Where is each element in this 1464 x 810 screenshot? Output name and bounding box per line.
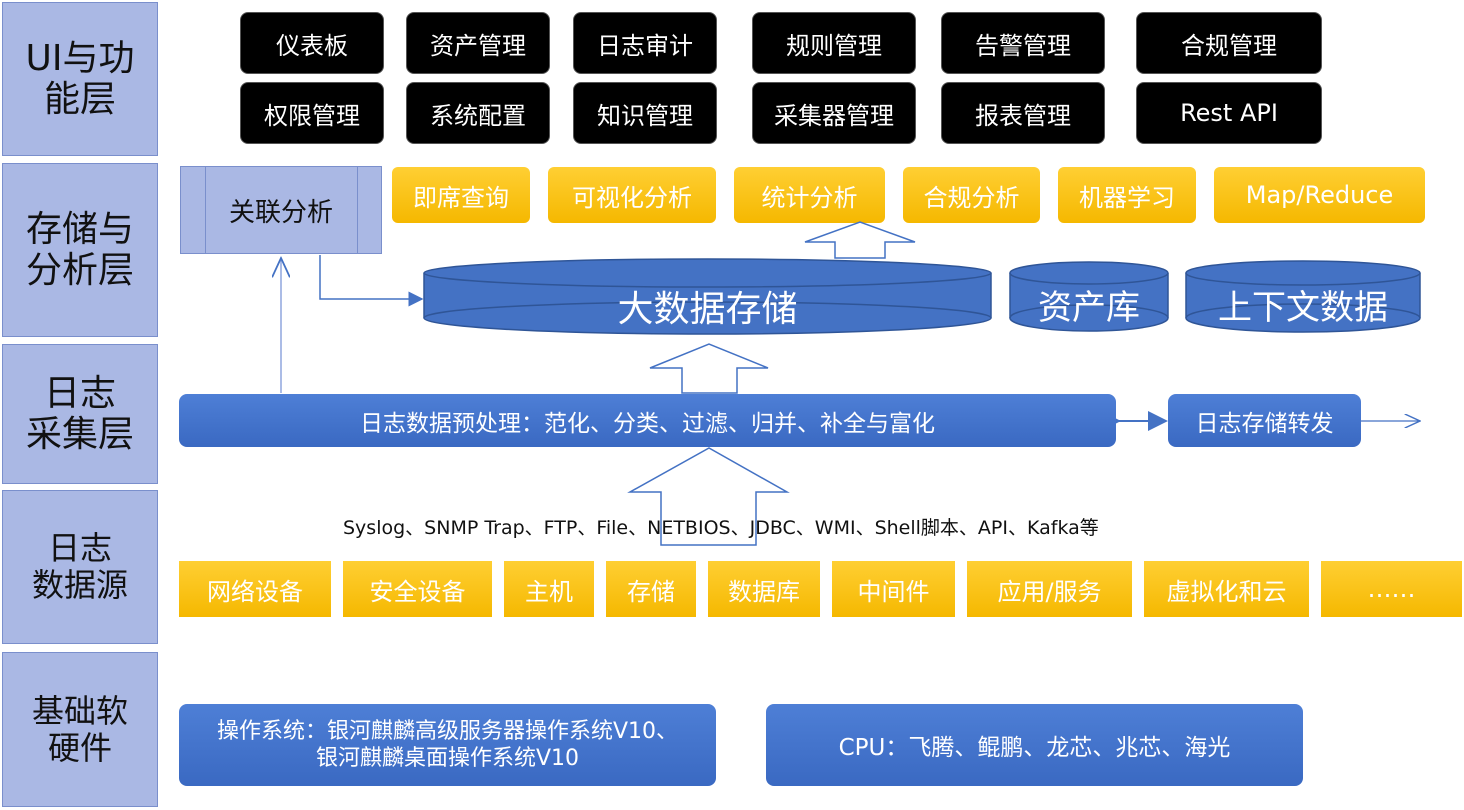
up-arrow-preprocess-to-storage — [649, 343, 769, 394]
rest-api-button[interactable]: Rest API — [1136, 82, 1322, 144]
source-security-devices: 安全设备 — [343, 561, 492, 617]
adhoc-query-box: 即席查询 — [392, 167, 530, 223]
source-network-devices: 网络设备 — [179, 561, 331, 617]
context-data-cylinder — [1185, 260, 1421, 333]
visual-analysis-box: 可视化分析 — [548, 167, 716, 223]
os-line-1: 操作系统：银河麒麟高级服务器操作系统V10、 — [216, 718, 679, 744]
mapreduce-box: Map/Reduce — [1214, 167, 1425, 223]
cpu-box: CPU：飞腾、鲲鹏、龙芯、兆芯、海光 — [766, 704, 1303, 786]
knowledge-management-button[interactable]: 知识管理 — [573, 82, 717, 144]
arrow-correlation-to-storage — [319, 255, 424, 307]
layer-label-ui: UI与功 能层 — [2, 2, 158, 156]
big-data-storage-cylinder — [423, 258, 992, 335]
alert-management-button[interactable]: 告警管理 — [941, 12, 1105, 74]
asset-db-label: 资产库 — [1038, 287, 1140, 328]
correlation-box-divider-left — [205, 166, 206, 254]
source-virtualization-cloud: 虚拟化和云 — [1144, 561, 1309, 617]
system-config-button[interactable]: 系统配置 — [406, 82, 550, 144]
asset-management-button[interactable]: 资产管理 — [406, 12, 550, 74]
report-management-button[interactable]: 报表管理 — [941, 82, 1105, 144]
big-data-storage-label: 大数据存储 — [617, 289, 798, 330]
up-arrow-sources-to-preprocess — [627, 447, 790, 546]
statistical-analysis-box: 统计分析 — [734, 167, 885, 223]
source-storage: 存储 — [606, 561, 696, 617]
collection-protocols-text: Syslog、SNMP Trap、FTP、File、NETBIOS、JDBC、W… — [343, 517, 1099, 539]
correlation-analysis-box: 关联分析 — [180, 166, 382, 254]
compliance-management-button[interactable]: 合规管理 — [1136, 12, 1322, 74]
correlation-box-divider-right — [357, 166, 358, 254]
source-hosts: 主机 — [504, 561, 594, 617]
os-line-2: 银河麒麟桌面操作系统V10 — [315, 746, 580, 771]
log-preprocess-bar: 日志数据预处理：范化、分类、过滤、归并、补全与富化 — [179, 394, 1116, 447]
log-audit-button[interactable]: 日志审计 — [573, 12, 717, 74]
permission-management-button[interactable]: 权限管理 — [240, 82, 384, 144]
log-store-forward-box: 日志存储转发 — [1168, 394, 1361, 447]
source-apps-services: 应用/服务 — [967, 561, 1132, 617]
source-database: 数据库 — [708, 561, 820, 617]
os-box: 操作系统：银河麒麟高级服务器操作系统V10、 银河麒麟桌面操作系统V10 — [179, 704, 716, 786]
machine-learning-box: 机器学习 — [1058, 167, 1196, 223]
dashboard-button[interactable]: 仪表板 — [240, 12, 384, 74]
source-middleware: 中间件 — [832, 561, 955, 617]
asset-db-cylinder — [1009, 261, 1169, 332]
context-data-label: 上下文数据 — [1218, 287, 1388, 328]
layer-label-data-sources: 日志 数据源 — [2, 490, 158, 644]
layer-label-log-collection: 日志 采集层 — [2, 344, 158, 484]
source-more: …… — [1321, 561, 1462, 617]
collector-management-button[interactable]: 采集器管理 — [752, 82, 916, 144]
compliance-analysis-box: 合规分析 — [903, 167, 1040, 223]
up-arrow-storage-to-analysis — [804, 221, 916, 259]
layer-label-storage-analysis: 存储与 分析层 — [2, 163, 158, 337]
rule-management-button[interactable]: 规则管理 — [752, 12, 916, 74]
layer-label-infra: 基础软 硬件 — [2, 652, 158, 807]
